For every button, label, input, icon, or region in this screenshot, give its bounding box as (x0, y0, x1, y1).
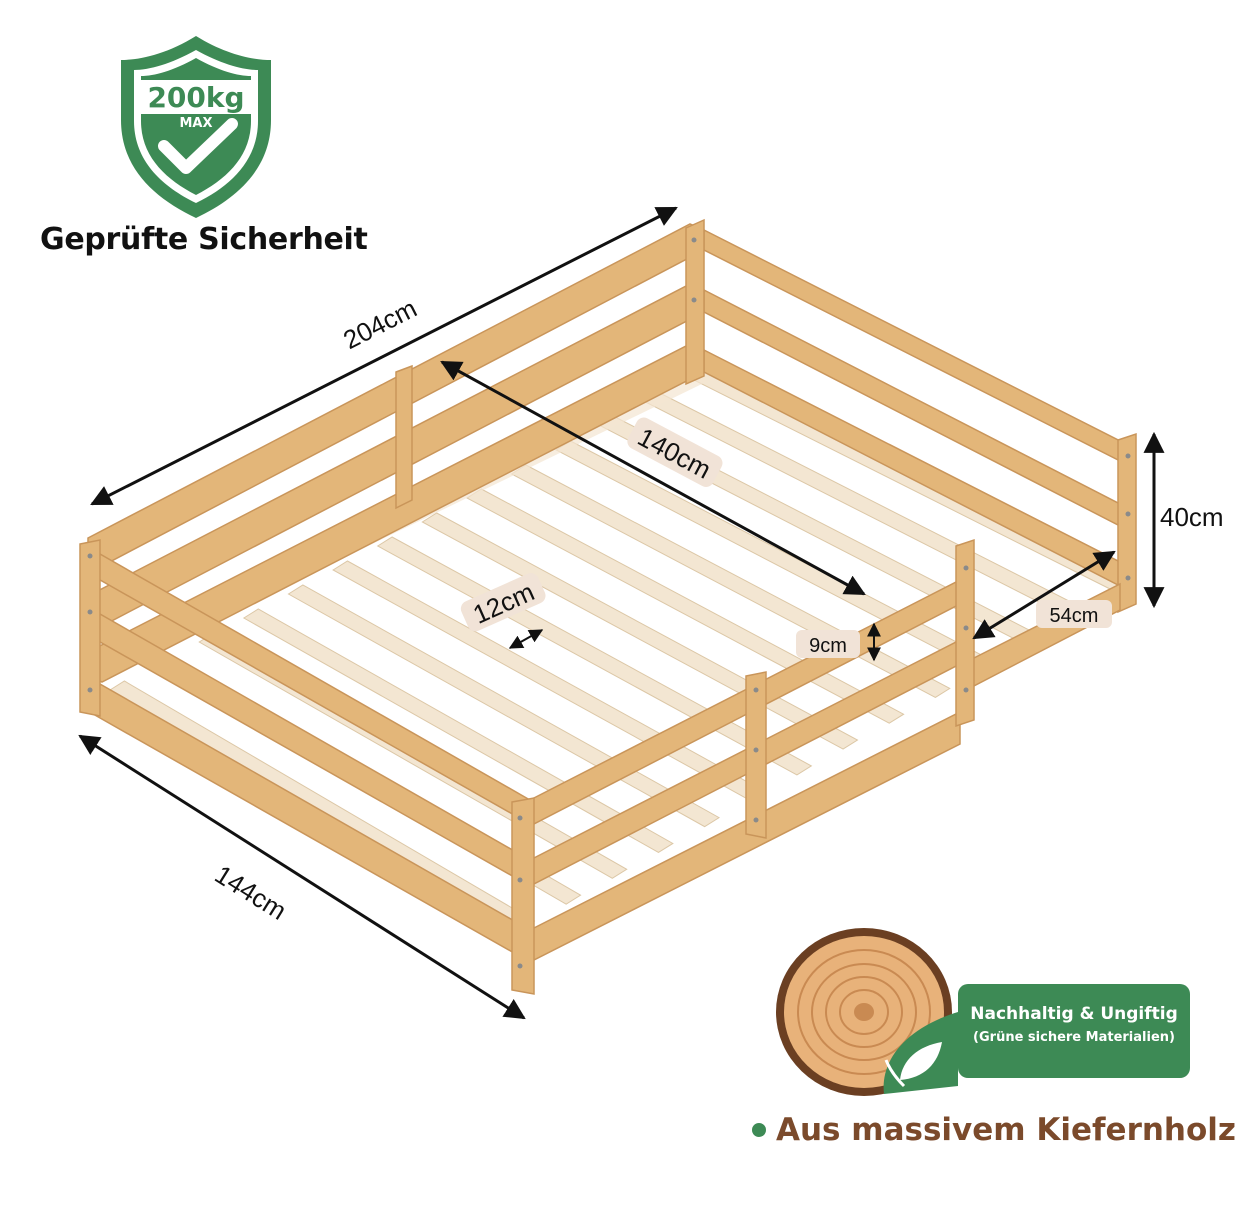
opening-chip: 54cm (1036, 600, 1112, 628)
safety-caption: Geprüfte Sicherheit (40, 222, 368, 257)
material-line: Aus massivem Kiefernholz (752, 1112, 1236, 1160)
rail-height-chip: 9cm (796, 630, 860, 658)
width-label: 144cm (210, 859, 292, 926)
slat (644, 392, 1090, 621)
height-label: 40cm (1160, 502, 1224, 532)
product-illustration: 200kg MAX (78, 36, 1224, 1096)
bullet-dot-icon (752, 1122, 766, 1137)
slat (510, 464, 951, 698)
sustainability-title: Nachhaltig & Ungiftig (970, 1004, 1178, 1024)
dimension-arrows (78, 206, 1165, 1020)
opening-label: 54cm (1050, 605, 1099, 627)
slat (421, 512, 859, 750)
sustainability-subtitle: (Grüne sichere Materialien) (973, 1030, 1175, 1045)
slat (109, 680, 536, 931)
sustainability-badge: Nachhaltig & Ungiftig (Grüne sichere Mat… (958, 984, 1190, 1078)
shield-weight-label: 200kg (147, 81, 244, 114)
slat (332, 560, 767, 802)
length-label: 204cm (338, 293, 421, 355)
shield-max-label: MAX (179, 116, 212, 131)
material-text: Aus massivem Kiefernholz (776, 1112, 1236, 1148)
rail-height-label: 9cm (809, 635, 847, 657)
leaf-icon (883, 1012, 958, 1094)
